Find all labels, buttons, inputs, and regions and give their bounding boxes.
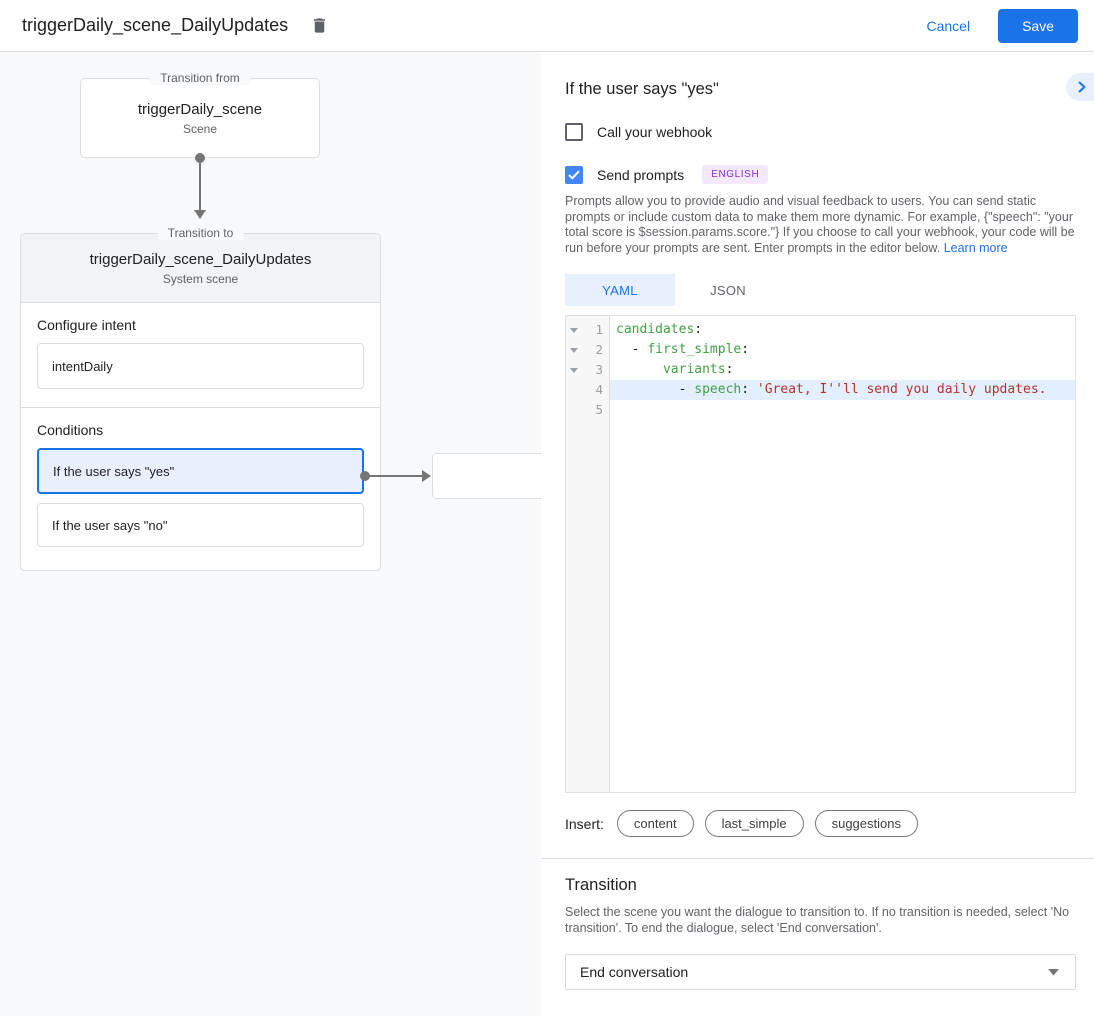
caret-down-icon xyxy=(1048,968,1059,975)
to-node-title: triggerDaily_scene_DailyUpdates xyxy=(89,250,312,268)
transition-title: Transition xyxy=(565,876,637,894)
editor-line-selected[interactable]: 4 - speech: 'Great, I''ll send you daily… xyxy=(566,380,1075,400)
transition-description: Select the scene you want the dialogue t… xyxy=(565,905,1070,935)
to-node-header: triggerDaily_scene_DailyUpdates System s… xyxy=(21,234,380,303)
arrow-right-icon xyxy=(422,470,431,482)
language-badge: ENGLISH xyxy=(702,165,769,184)
from-node-title: triggerDaily_scene xyxy=(137,100,263,118)
yaml-punct: : xyxy=(741,342,750,357)
insert-row: Insert: content last_simple suggestions xyxy=(565,810,1078,837)
panel-title: If the user says "yes" xyxy=(565,80,719,98)
cancel-button[interactable]: Cancel xyxy=(926,17,971,34)
insert-last-simple-chip[interactable]: last_simple xyxy=(704,810,804,837)
insert-content-chip[interactable]: content xyxy=(616,810,694,837)
line-number: 1 xyxy=(595,322,603,337)
line-number: 3 xyxy=(595,362,603,377)
check-icon xyxy=(568,170,580,180)
tab-yaml[interactable]: YAML xyxy=(565,274,675,306)
delete-scene-button[interactable] xyxy=(306,12,333,39)
prompts-description: Prompts allow you to provide audio and v… xyxy=(565,194,1078,256)
editor-format-tabs: YAML JSON xyxy=(565,274,1078,306)
configure-intent-section: Configure intent intentDaily xyxy=(21,303,380,408)
line-number: 2 xyxy=(595,342,603,357)
connector-line-horizontal xyxy=(365,475,423,477)
section-divider xyxy=(541,858,1094,859)
transition-select[interactable]: End conversation xyxy=(565,954,1076,990)
transition-from-legend: Transition from xyxy=(150,71,250,85)
prompts-description-text: Prompts allow you to provide audio and v… xyxy=(565,194,1075,255)
conditions-section: Conditions If the user says "yes" If the… xyxy=(21,408,380,565)
conditions-label: Conditions xyxy=(37,422,104,438)
fold-icon[interactable] xyxy=(570,368,578,373)
transition-select-value: End conversation xyxy=(580,964,689,980)
editor-line[interactable]: 3 variants: xyxy=(566,360,1075,380)
fold-icon[interactable] xyxy=(570,348,578,353)
send-prompts-checkbox[interactable] xyxy=(565,165,583,184)
scene-canvas: Transition from triggerDaily_scene Scene… xyxy=(0,52,541,1016)
transition-to-legend: Transition to xyxy=(157,226,244,240)
yaml-punct: - xyxy=(616,382,695,397)
to-node-subtitle: System scene xyxy=(162,271,239,286)
yaml-key: candidates xyxy=(616,322,695,337)
collapse-panel-button[interactable] xyxy=(1066,73,1094,101)
transition-from-node[interactable]: Transition from triggerDaily_scene Scene xyxy=(80,71,320,158)
yaml-punct: : xyxy=(694,322,703,337)
configure-intent-label: Configure intent xyxy=(37,317,136,333)
fold-icon[interactable] xyxy=(570,328,578,333)
connector-line-vertical xyxy=(199,158,201,210)
arrow-down-icon xyxy=(194,210,206,219)
page-title: triggerDaily_scene_DailyUpdates xyxy=(22,15,289,35)
condition-item-yes[interactable]: If the user says "yes" xyxy=(37,448,364,494)
editor-line[interactable]: 1 candidates: xyxy=(566,320,1075,340)
learn-more-link[interactable]: Learn more xyxy=(943,240,1008,255)
editor-gutter xyxy=(566,316,610,792)
insert-suggestions-chip[interactable]: suggestions xyxy=(814,810,918,837)
yaml-punct: : xyxy=(725,362,734,377)
line-number: 4 xyxy=(595,382,603,397)
condition-item-no[interactable]: If the user says "no" xyxy=(37,503,364,547)
yaml-punct: : xyxy=(741,382,757,397)
yaml-punct: - xyxy=(616,342,648,357)
intent-field[interactable]: intentDaily xyxy=(37,343,364,389)
transition-section: Transition Select the scene you want the… xyxy=(565,876,1078,990)
webhook-row[interactable]: Call your webhook xyxy=(565,123,1078,141)
save-button[interactable]: Save xyxy=(998,8,1078,43)
header: triggerDaily_scene_DailyUpdates Cancel S… xyxy=(0,0,1094,52)
insert-label: Insert: xyxy=(565,815,604,832)
yaml-key: speech xyxy=(694,382,742,397)
trash-icon xyxy=(314,18,326,33)
editor-line[interactable]: 5 xyxy=(566,400,1075,420)
chevron-right-icon xyxy=(1078,81,1086,93)
webhook-label: Call your webhook xyxy=(597,124,713,140)
send-prompts-row[interactable]: Send prompts ENGLISH xyxy=(565,165,1078,184)
transition-to-node: Transition to triggerDaily_scene_DailyUp… xyxy=(20,226,381,571)
editor-line[interactable]: 2 - first_simple: xyxy=(566,340,1075,360)
yaml-key: first_simple xyxy=(647,342,742,357)
condition-target-node[interactable] xyxy=(432,453,541,499)
from-node-subtitle: Scene xyxy=(182,121,218,136)
yaml-key: variants xyxy=(662,362,726,377)
code-editor[interactable]: 1 candidates: 2 - first_simple: 3 varian… xyxy=(565,315,1076,793)
send-prompts-label: Send prompts xyxy=(597,166,685,183)
details-panel: If the user says "yes" Call your webhook… xyxy=(541,52,1094,1016)
tab-json[interactable]: JSON xyxy=(710,282,746,298)
yaml-punct xyxy=(616,362,663,377)
webhook-checkbox[interactable] xyxy=(565,123,583,141)
line-number: 5 xyxy=(595,402,603,417)
yaml-string: 'Great, I''ll send you daily updates. xyxy=(756,382,1047,397)
